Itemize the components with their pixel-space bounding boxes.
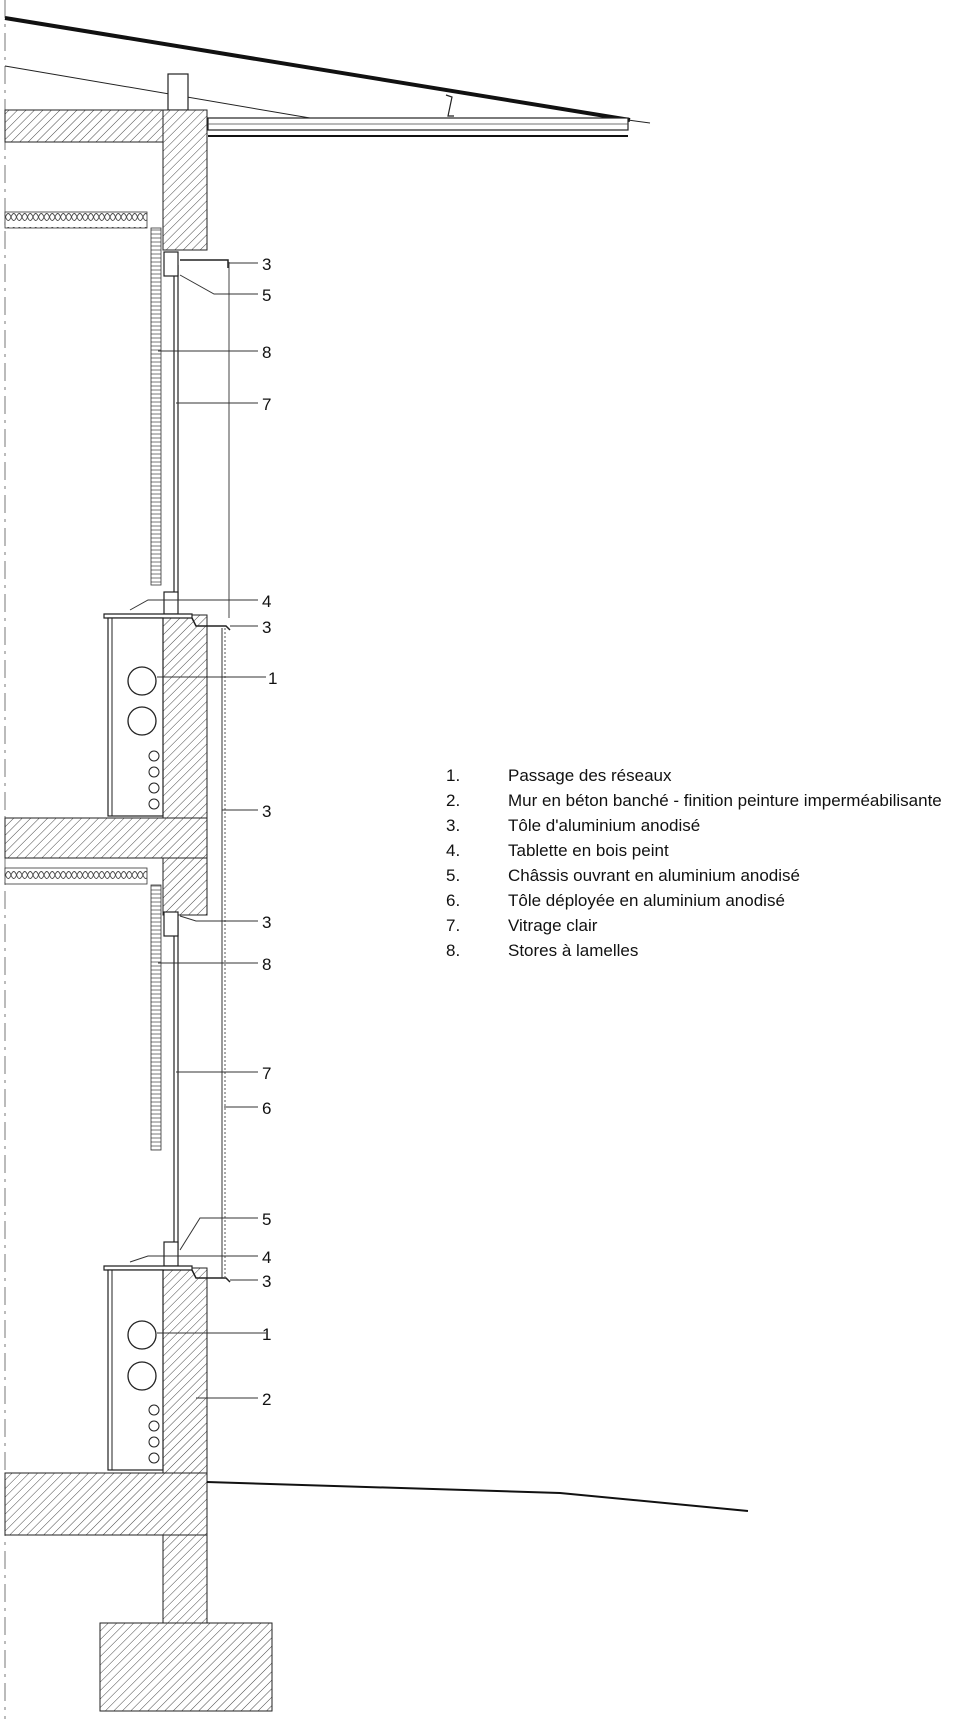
service-void-upper: [107, 617, 164, 817]
legend-number: 4.: [446, 841, 461, 860]
callout-number: 8: [262, 955, 271, 974]
legend-text: Stores à lamelles: [508, 941, 639, 960]
window-upper: [103, 227, 231, 631]
callout-number: 5: [262, 1210, 271, 1229]
insulation: [4, 211, 148, 885]
callout-number: 4: [262, 1248, 271, 1267]
window-lower: [103, 884, 231, 1283]
callout-leaders: [129, 262, 266, 1399]
callout-number: 3: [262, 802, 271, 821]
legend-text: Passage des réseaux: [508, 766, 672, 785]
legend-number: 3.: [446, 816, 461, 835]
legend-item: 1. Passage des réseaux: [446, 763, 956, 788]
service-void-lower: [107, 1269, 164, 1471]
legend-item: 3. Tôle d'aluminium anodisé: [446, 813, 956, 838]
callout-number: 7: [262, 395, 271, 414]
callout-number: 6: [262, 1099, 271, 1118]
callout-number: 7: [262, 1064, 271, 1083]
ground-line: [206, 1481, 749, 1512]
legend-text: Vitrage clair: [508, 916, 598, 935]
callout-number: 4: [262, 592, 271, 611]
legend-text: Tôle déployée en aluminium anodisé: [508, 891, 785, 910]
legend-text: Tablette en bois peint: [508, 841, 669, 860]
legend-number: 8.: [446, 941, 461, 960]
legend-number: 7.: [446, 916, 461, 935]
legend-number: 5.: [446, 866, 461, 885]
legend-text: Mur en béton banché - finition peinture …: [508, 791, 942, 810]
legend-item: 7. Vitrage clair: [446, 913, 956, 938]
callout-number: 2: [262, 1390, 271, 1409]
callout-number: 3: [262, 618, 271, 637]
callout-number: 3: [262, 913, 271, 932]
callout-number: 3: [262, 255, 271, 274]
callout-number: 5: [262, 286, 271, 305]
legend-item: 6. Tôle déployée en aluminium anodisé: [446, 888, 956, 913]
legend: 1. Passage des réseaux 2. Mur en béton b…: [446, 763, 956, 963]
legend-text: Châssis ouvrant en aluminium anodisé: [508, 866, 800, 885]
expanded-metal-screen: [221, 628, 226, 1278]
callout-numbers: 3 5 8 7 4 3 1 3 3 8 7 6 5 4 3 1 2: [262, 255, 277, 1409]
legend-number: 2.: [446, 791, 461, 810]
callout-number: 1: [262, 1325, 271, 1344]
legend-text: Tôle d'aluminium anodisé: [508, 816, 701, 835]
legend-item: 5. Châssis ouvrant en aluminium anodisé: [446, 863, 956, 888]
callout-number: 8: [262, 343, 271, 362]
legend-item: 8. Stores à lamelles: [446, 938, 956, 963]
callout-number: 3: [262, 1272, 271, 1291]
callout-number: 1: [268, 669, 277, 688]
legend-number: 1.: [446, 766, 461, 785]
legend-number: 6.: [446, 891, 461, 910]
legend-item: 2. Mur en béton banché - finition peintu…: [446, 788, 956, 813]
concrete-structure: [4, 109, 273, 1712]
legend-item: 4. Tablette en bois peint: [446, 838, 956, 863]
